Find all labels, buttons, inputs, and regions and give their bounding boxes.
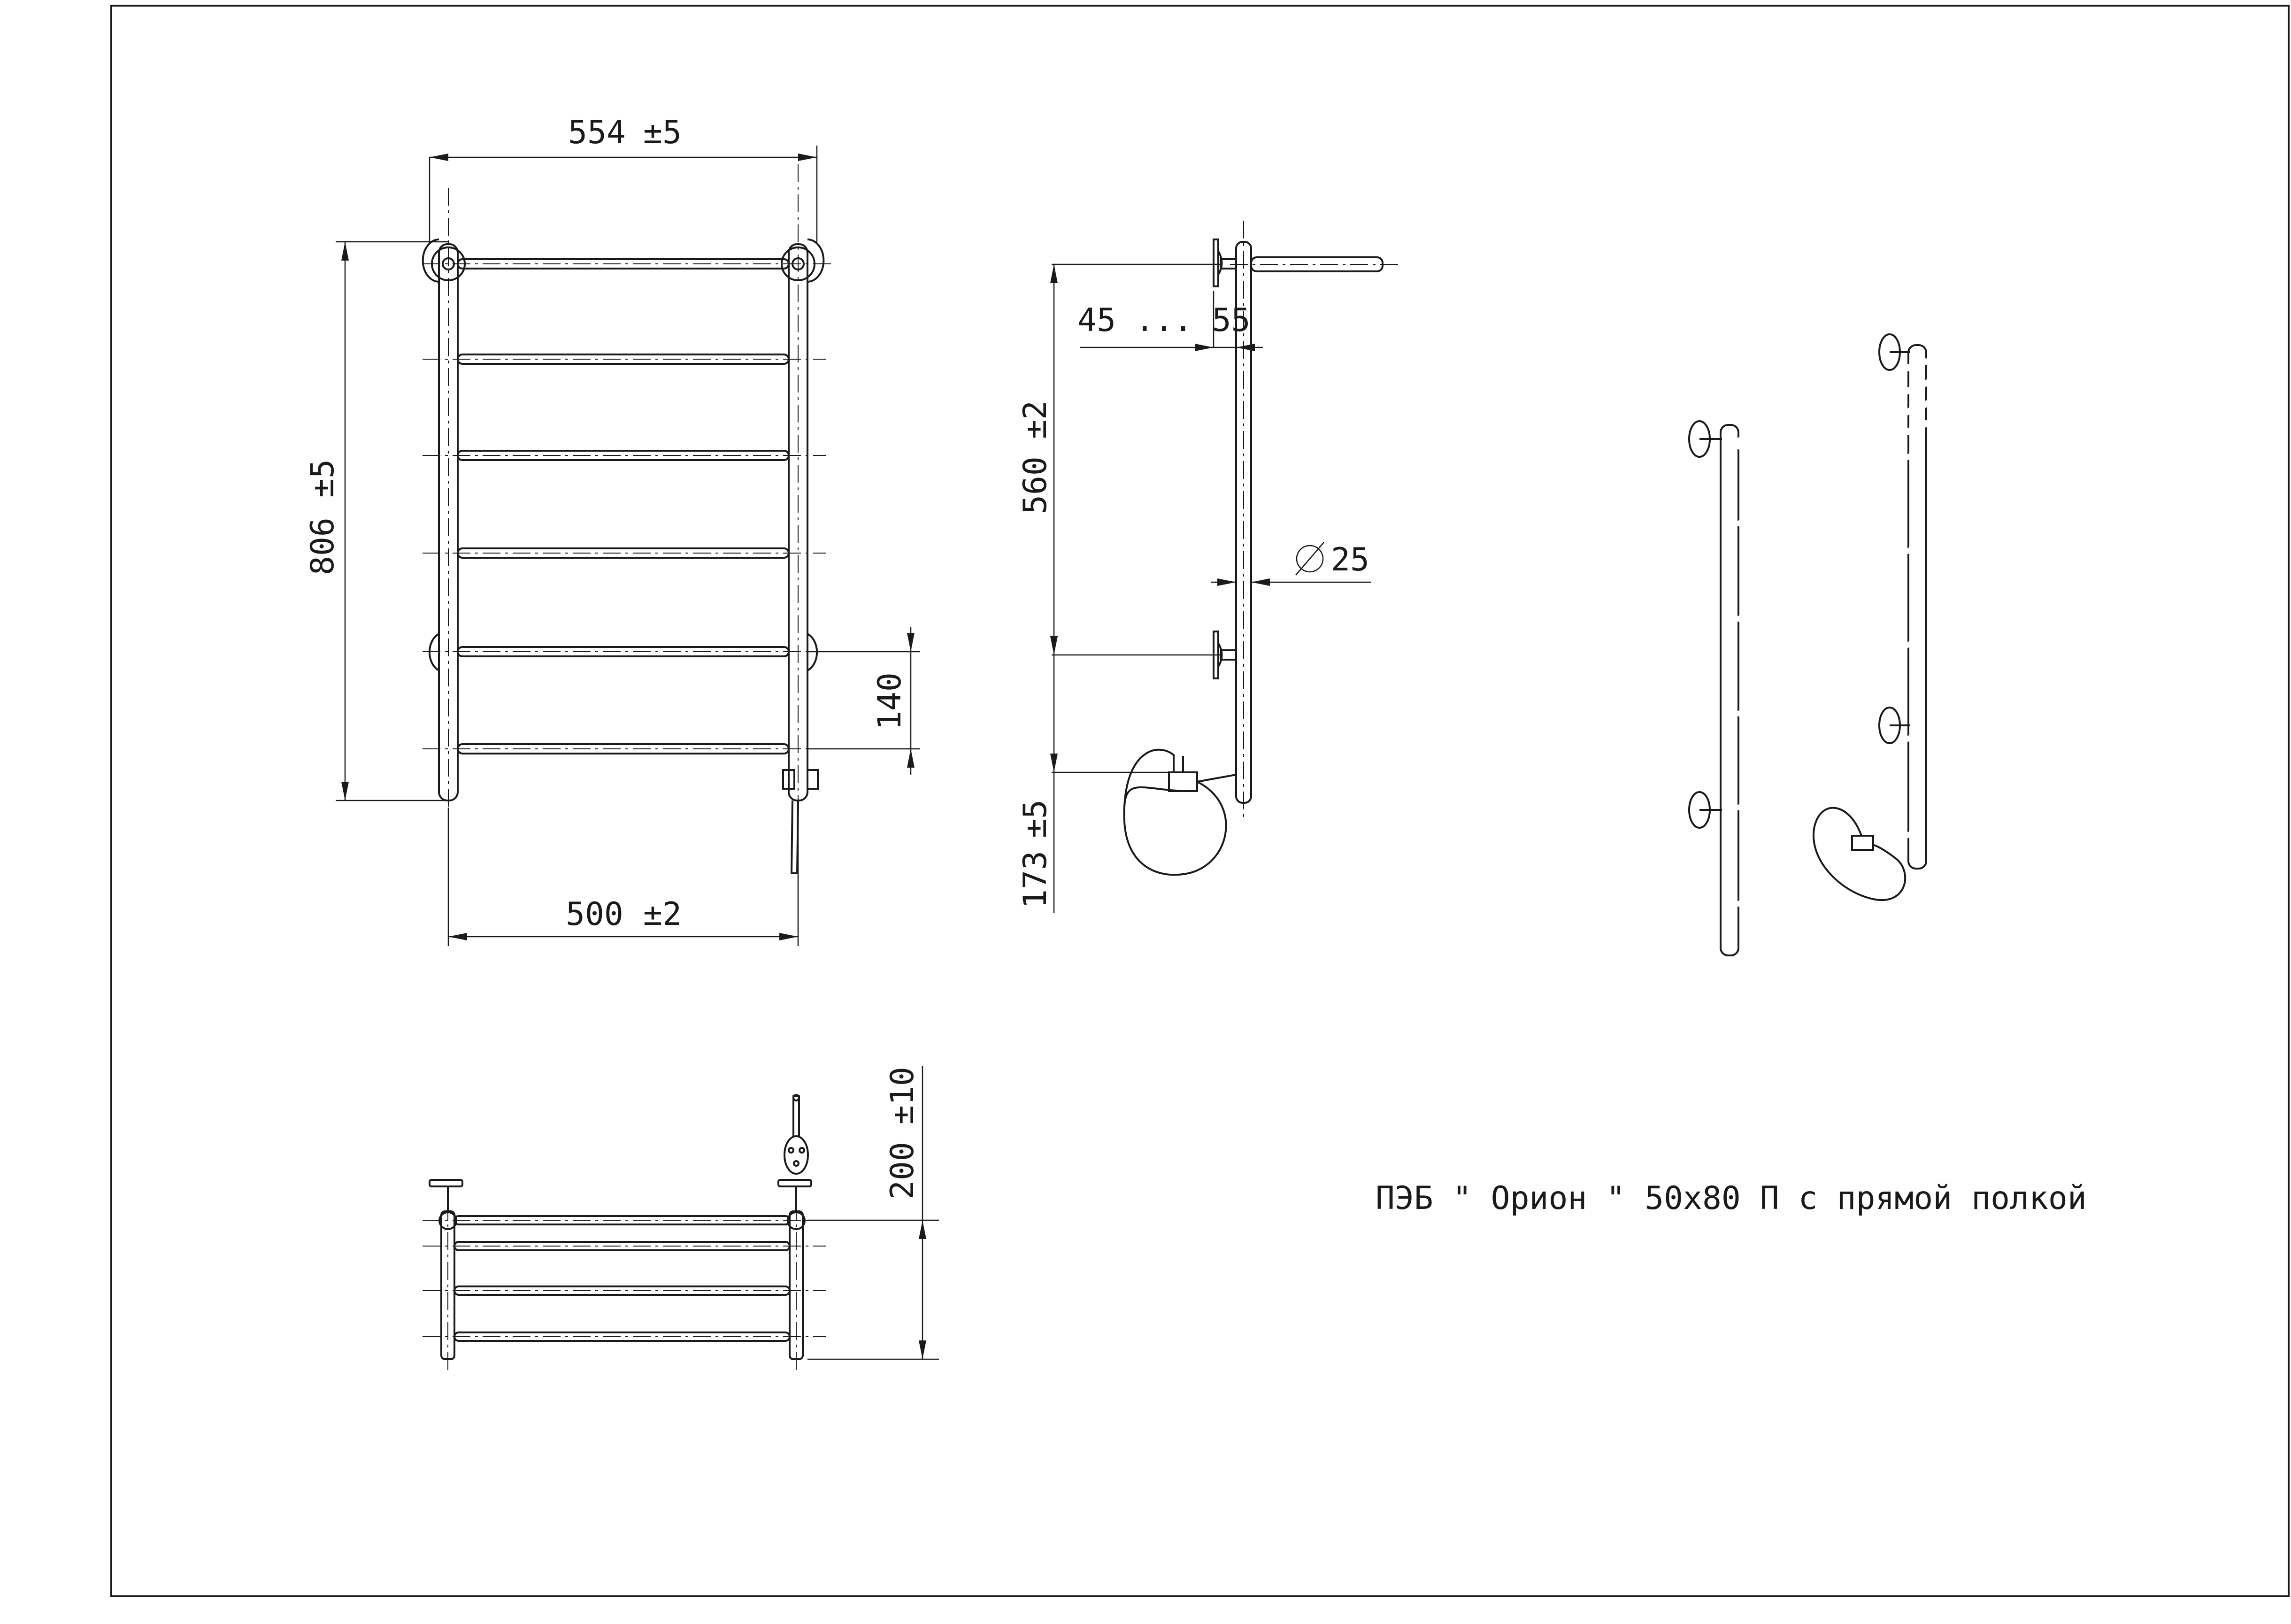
dim-173: 173	[1017, 851, 1054, 908]
top-power-cord	[792, 1095, 800, 1136]
dim-173-tol: ±5	[1017, 800, 1054, 838]
top-heater-body	[784, 1135, 809, 1175]
dim-500: 500	[566, 896, 623, 933]
front-heater-plug	[782, 769, 795, 790]
iso-back-post	[1907, 344, 1927, 870]
iso-shelf	[1729, 358, 2041, 468]
iso-heater-connector	[1851, 835, 1874, 851]
top-view: 200 ±10	[423, 1066, 939, 1373]
isometric-view	[1688, 333, 2041, 956]
drawing-title: ПЭБ " Орион " 50х80 П с прямой полкой	[1376, 1180, 2087, 1217]
side-bottom-wall-mount	[1213, 631, 1219, 679]
dim-554-tol: ±5	[643, 114, 682, 151]
dim-500-tol: ±2	[643, 896, 682, 933]
iso-front-post	[1720, 424, 1739, 956]
side-heater-connector	[1168, 771, 1198, 792]
dim-560: 560	[1017, 456, 1054, 514]
iso-power-cord-loop	[1813, 807, 1907, 901]
top-bars	[454, 1215, 791, 1342]
front-crossbars	[457, 258, 790, 754]
dim-200: 200	[884, 1142, 921, 1200]
dim-25: 25	[1331, 541, 1369, 578]
diameter-symbol	[1296, 545, 1324, 573]
front-lower-left-mount	[428, 633, 439, 671]
iso-ladder-bars	[1736, 450, 1921, 907]
dim-45-55: 45 ... 55	[1077, 302, 1250, 339]
dim-560-tol: ±2	[1017, 400, 1054, 439]
dim-140: 140	[871, 672, 908, 730]
front-power-cord	[790, 800, 799, 874]
side-view: 45 ... 55 560 ±2 173 ±5 25	[1017, 221, 1401, 913]
dim-806: 806	[304, 517, 341, 575]
dim-200-tol: ±10	[884, 1067, 921, 1124]
side-top-wall-mount	[1213, 239, 1219, 287]
front-view: 554 ±5 806 ±5 500 ±2 140	[304, 114, 920, 946]
dim-806-tol: ±5	[304, 459, 341, 498]
drawing-frame	[110, 5, 2290, 1597]
dim-554: 554	[568, 114, 626, 151]
top-right-plate	[777, 1179, 812, 1187]
top-left-plate	[429, 1179, 463, 1187]
side-power-cord-loop	[1123, 781, 1227, 876]
